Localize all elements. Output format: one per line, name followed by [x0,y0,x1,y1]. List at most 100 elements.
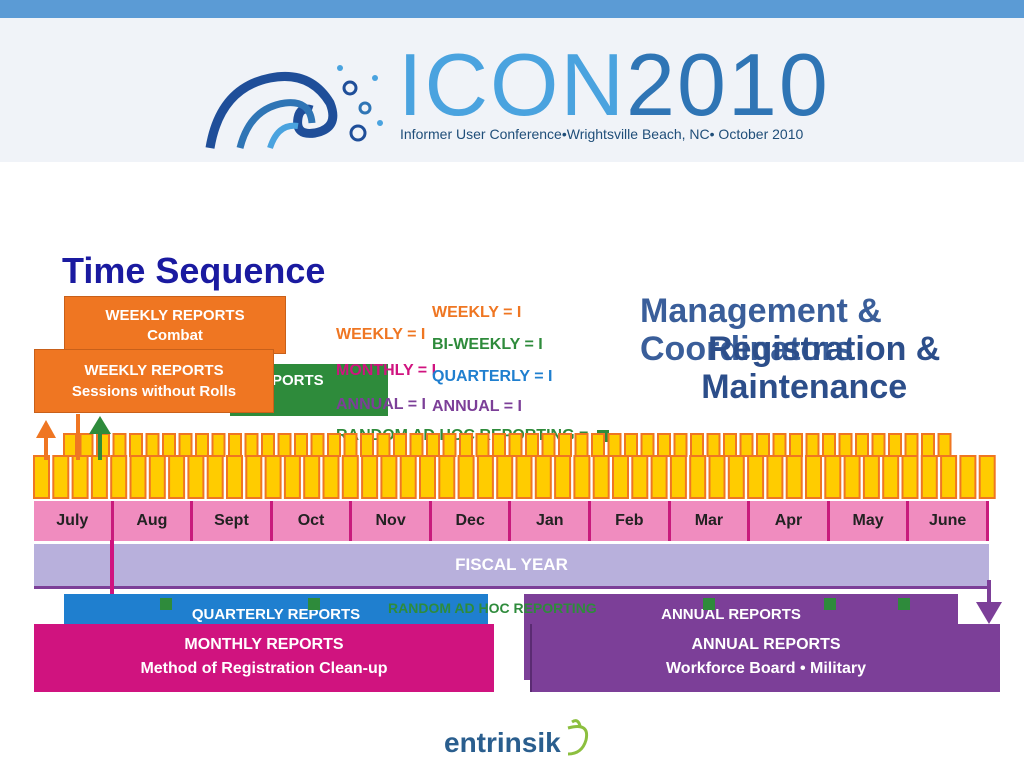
fiscal-year-bar: FISCAL YEAR [34,544,989,589]
biweekly-tick [959,455,977,499]
biweekly-tick [669,455,687,499]
monthly-reports-box: MONTHLY REPORTS Method of Registration C… [34,624,494,692]
management-heading: Management & Coordinators [640,292,882,368]
biweekly-tick [341,455,359,499]
weekly-tick [195,433,209,457]
weekly-tick [789,433,803,457]
biweekly-tick [380,455,398,499]
biweekly-tick [573,455,591,499]
random-marker-icon [898,598,910,610]
legend-weekly-left: WEEKLY = I [336,326,426,343]
month-mar: Mar [670,501,751,541]
biweekly-tick [129,455,147,499]
biweekly-tick [399,455,417,499]
weekly-tick [409,433,424,457]
weekly-tick [904,433,919,457]
brand-name: entrinsik [444,727,561,758]
legend-biweekly: BI-WEEKLY = I [432,336,543,353]
weekly-tick [79,433,94,457]
biweekly-tick [206,455,224,499]
biweekly-tick [187,455,205,499]
weekly-tick [591,433,605,457]
biweekly-tick [515,455,533,499]
biweekly-tick [650,455,668,499]
conference-banner: ICON2010 Informer User Conference•Wright… [0,18,1024,162]
weekly-tick [343,433,358,457]
month-jan: Jan [511,501,592,541]
weekly-tick [360,433,374,457]
biweekly-tick [592,455,610,499]
biweekly-tick [361,455,379,499]
biweekly-tick [168,455,186,499]
biweekly-tick [843,455,861,499]
weekly-tick [706,433,721,457]
legend-quarterly: QUARTERLY = I [432,368,553,385]
month-oct: Oct [272,501,353,541]
weekly-tick [805,433,820,457]
registration-heading: Registration & Maintenance [668,330,940,406]
biweekly-tick [708,455,726,499]
biweekly-tick [245,455,263,499]
weekly-tick [228,433,242,457]
box-subtitle: Sessions without Rolls [71,383,237,400]
biweekly-tick [52,455,70,499]
biweekly-tick [71,455,89,499]
legend-annual-right: ANNUAL = I [432,398,522,415]
box-subtitle: Combat [147,327,203,344]
weekly-tick [822,433,836,457]
weekly-tick [294,433,308,457]
conference-subtitle: Informer User Conference•Wrightsville Be… [400,126,804,142]
weekly-tick [525,433,539,457]
weekly-tick [310,433,325,457]
biweekly-tick [322,455,340,499]
weekly-tick [541,433,556,457]
biweekly-tick [978,455,996,499]
biweekly-tick [612,455,629,499]
weekly-tick [63,433,77,457]
box-title: WEEKLY REPORTS [105,307,245,324]
apple-leaf-icon [568,719,589,756]
biweekly-tick [862,455,880,499]
weekly-tick [937,433,952,457]
biweekly-tick [785,455,803,499]
biweekly-tick [264,455,282,499]
biweekly-tick [283,455,301,499]
biweekly-tick [805,455,822,499]
green-box-label: PORTS [272,372,324,389]
biweekly-tick [438,455,456,499]
weekly-tick [145,433,160,457]
weekly-tick [442,433,457,457]
biweekly-tick [419,455,436,499]
biweekly-tick [689,455,707,499]
random-adhoc-label: RANDOM AD HOC REPORTING [388,600,597,616]
weekly-tick [327,433,341,457]
weekly-tick [459,433,473,457]
box-subtitle: Workforce Board • Military [665,660,866,677]
weekly-tick [244,433,259,457]
biweekly-tick [90,455,108,499]
weekly-tick [756,433,770,457]
box-title: WEEKLY REPORTS [84,362,224,379]
weekly-tick [426,433,440,457]
annual-reports-front-box: ANNUAL REPORTS Workforce Board • Militar… [530,624,1000,692]
weekly-reports-combat-box: WEEKLY REPORTS Combat [64,296,286,354]
biweekly-tick [534,455,552,499]
weekly-tick [129,433,143,457]
weekly-tick [673,433,688,457]
random-marker-icon [824,598,836,610]
weekly-tick [624,433,638,457]
orange-arrow-head-1 [36,420,56,438]
weekly-tick [772,433,787,457]
legend-annual-left: ANNUAL = I [336,396,426,413]
biweekly-tick [824,455,842,499]
quarterly-box-label: QUARTERLY REPORTS [191,606,361,623]
annual-arrow-head [976,602,1002,624]
top-bar [0,0,1024,18]
weekly-tick [690,433,704,457]
biweekly-tick [920,455,938,499]
management-line-2: Coordinators [640,330,854,368]
weekly-tick [112,433,127,457]
weekly-tick [657,433,671,457]
conference-title: ICON2010 [398,35,830,134]
